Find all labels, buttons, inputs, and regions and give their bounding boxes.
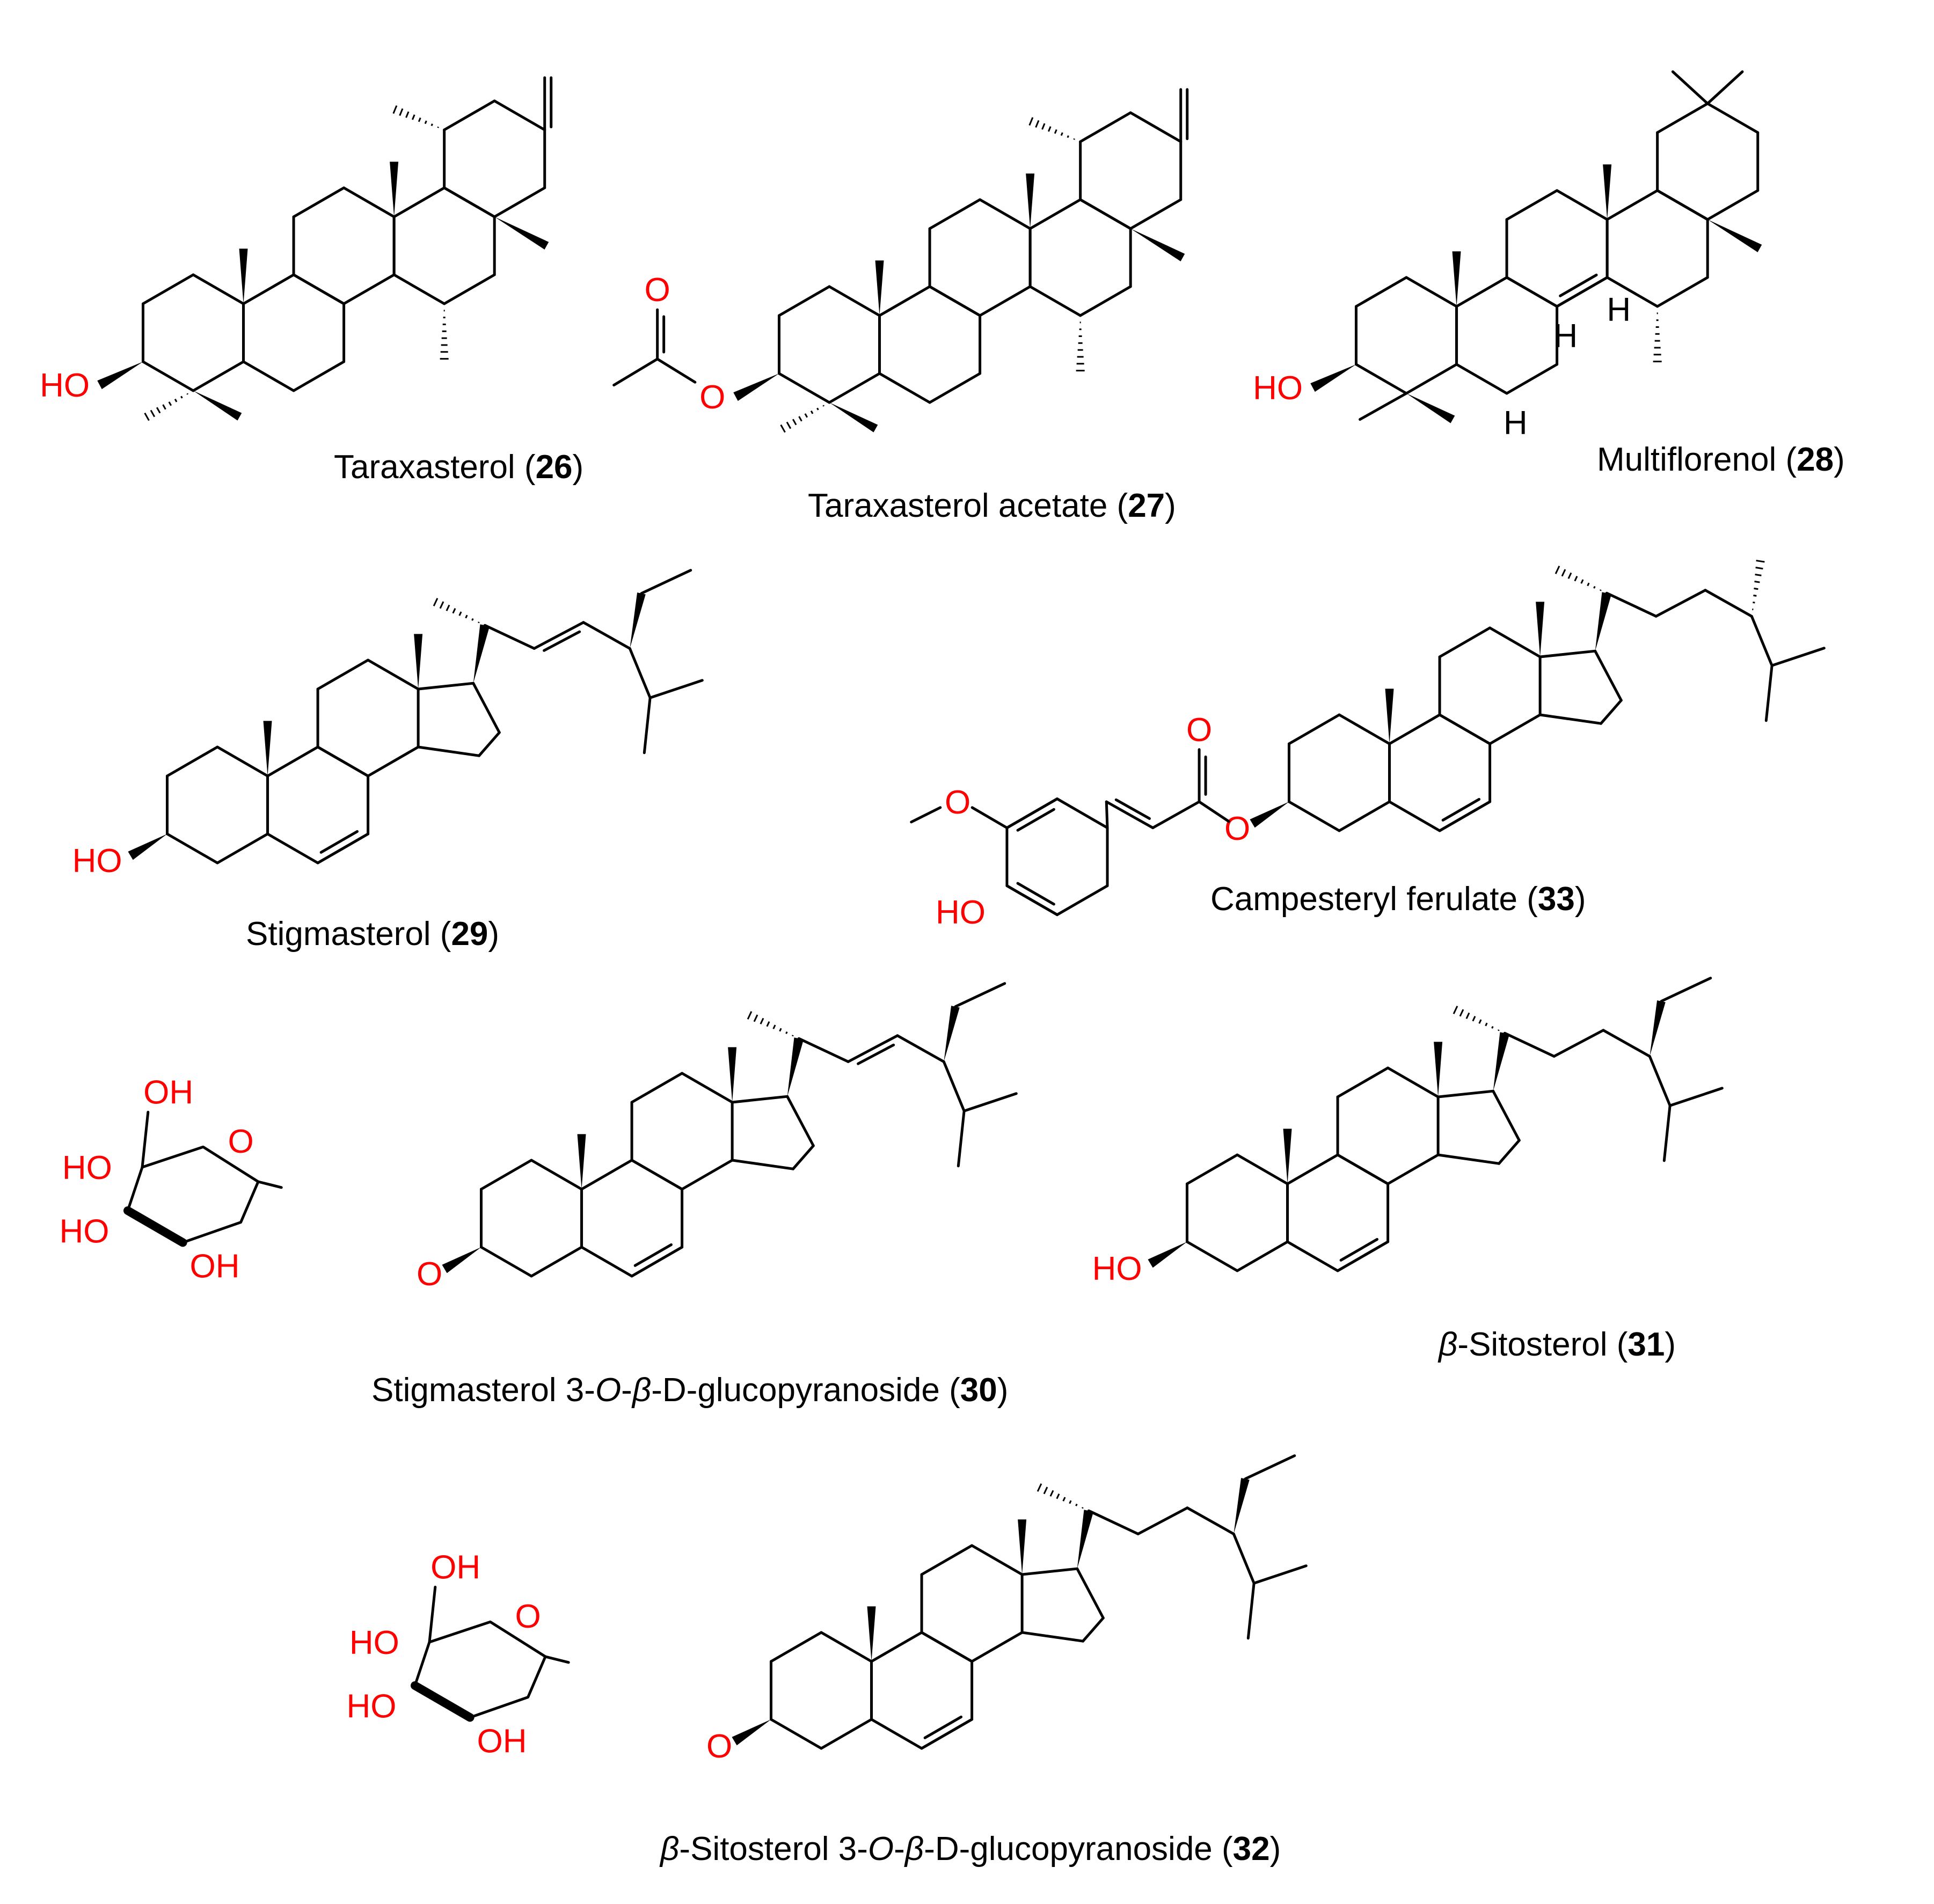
glucose-ring-32: O OH HO HO OH <box>347 1549 570 1760</box>
svg-text:O: O <box>417 1256 442 1293</box>
svg-text:O: O <box>515 1598 541 1635</box>
svg-text:OH: OH <box>190 1248 240 1285</box>
structure-beta-sitosterol: HO <box>1092 977 1724 1287</box>
caption-beta-sitosterol: β-Sitosterol (31) <box>1439 1326 1676 1363</box>
structure-beta-sitosterol-glucoside: O O OH HO HO OH <box>347 1454 1308 1765</box>
structure-stigmasterol: HO <box>72 569 704 880</box>
svg-text:HO: HO <box>936 894 986 931</box>
caption-stigmasterol-glucoside: Stigmasterol 3-O-β-D-glucopyranoside (30… <box>371 1372 1009 1409</box>
svg-text:O: O <box>1224 810 1250 847</box>
svg-text:HO: HO <box>62 1149 112 1187</box>
svg-text:O: O <box>706 1728 732 1765</box>
caption-stigmasterol-glucoside-name: Stigmasterol 3-O-β-D-glucopyranoside <box>371 1372 940 1409</box>
structure-taraxasterol: HO <box>40 76 553 421</box>
svg-text:O: O <box>1186 712 1212 749</box>
svg-text:O: O <box>645 272 670 309</box>
caption-stigmasterol: Stigmasterol (29) <box>246 916 500 953</box>
svg-text:HO: HO <box>60 1213 110 1250</box>
svg-text:OH: OH <box>143 1074 193 1111</box>
svg-text:HO: HO <box>40 367 90 404</box>
svg-text:O: O <box>699 379 725 416</box>
structure-taraxasterol-acetate: OO <box>612 88 1189 433</box>
caption-taraxasterol-acetate: Taraxasterol acetate (27) <box>808 487 1176 524</box>
svg-text:HO: HO <box>1253 370 1303 407</box>
svg-text:OH: OH <box>430 1549 480 1586</box>
svg-text:HO: HO <box>349 1624 399 1661</box>
svg-text:O: O <box>945 784 970 821</box>
svg-text:OH: OH <box>477 1723 527 1760</box>
caption-taraxasterol: Taraxasterol (26) <box>334 449 584 486</box>
svg-text:H: H <box>1607 291 1631 328</box>
svg-text:H: H <box>1553 318 1578 355</box>
svg-text:HO: HO <box>347 1688 397 1725</box>
svg-text:HO: HO <box>1092 1250 1142 1287</box>
glucose-ring-30: O OH HO HO OH <box>60 1074 283 1285</box>
caption-beta-sitosterol-glucoside: β-Sitosterol 3-O-β-D-glucopyranoside (32… <box>660 1830 1281 1868</box>
caption-beta-sitosterol-name: β-Sitosterol <box>1439 1326 1608 1363</box>
caption-beta-sitosterol-glucoside-name: β-Sitosterol 3-O-β-D-glucopyranoside <box>660 1830 1213 1868</box>
structure-campesteryl-ferulate: O O O HO <box>910 560 1826 931</box>
svg-text:O: O <box>228 1123 253 1160</box>
caption-multiflorenol: Multiflorenol (28) <box>1597 441 1845 478</box>
structure-stigmasterol-glucoside: O O OH HO HO OH <box>60 982 1018 1293</box>
svg-text:HO: HO <box>72 843 122 880</box>
caption-campesteryl-ferulate: Campesteryl ferulate (33) <box>1210 881 1586 918</box>
svg-text:H: H <box>1504 405 1528 442</box>
